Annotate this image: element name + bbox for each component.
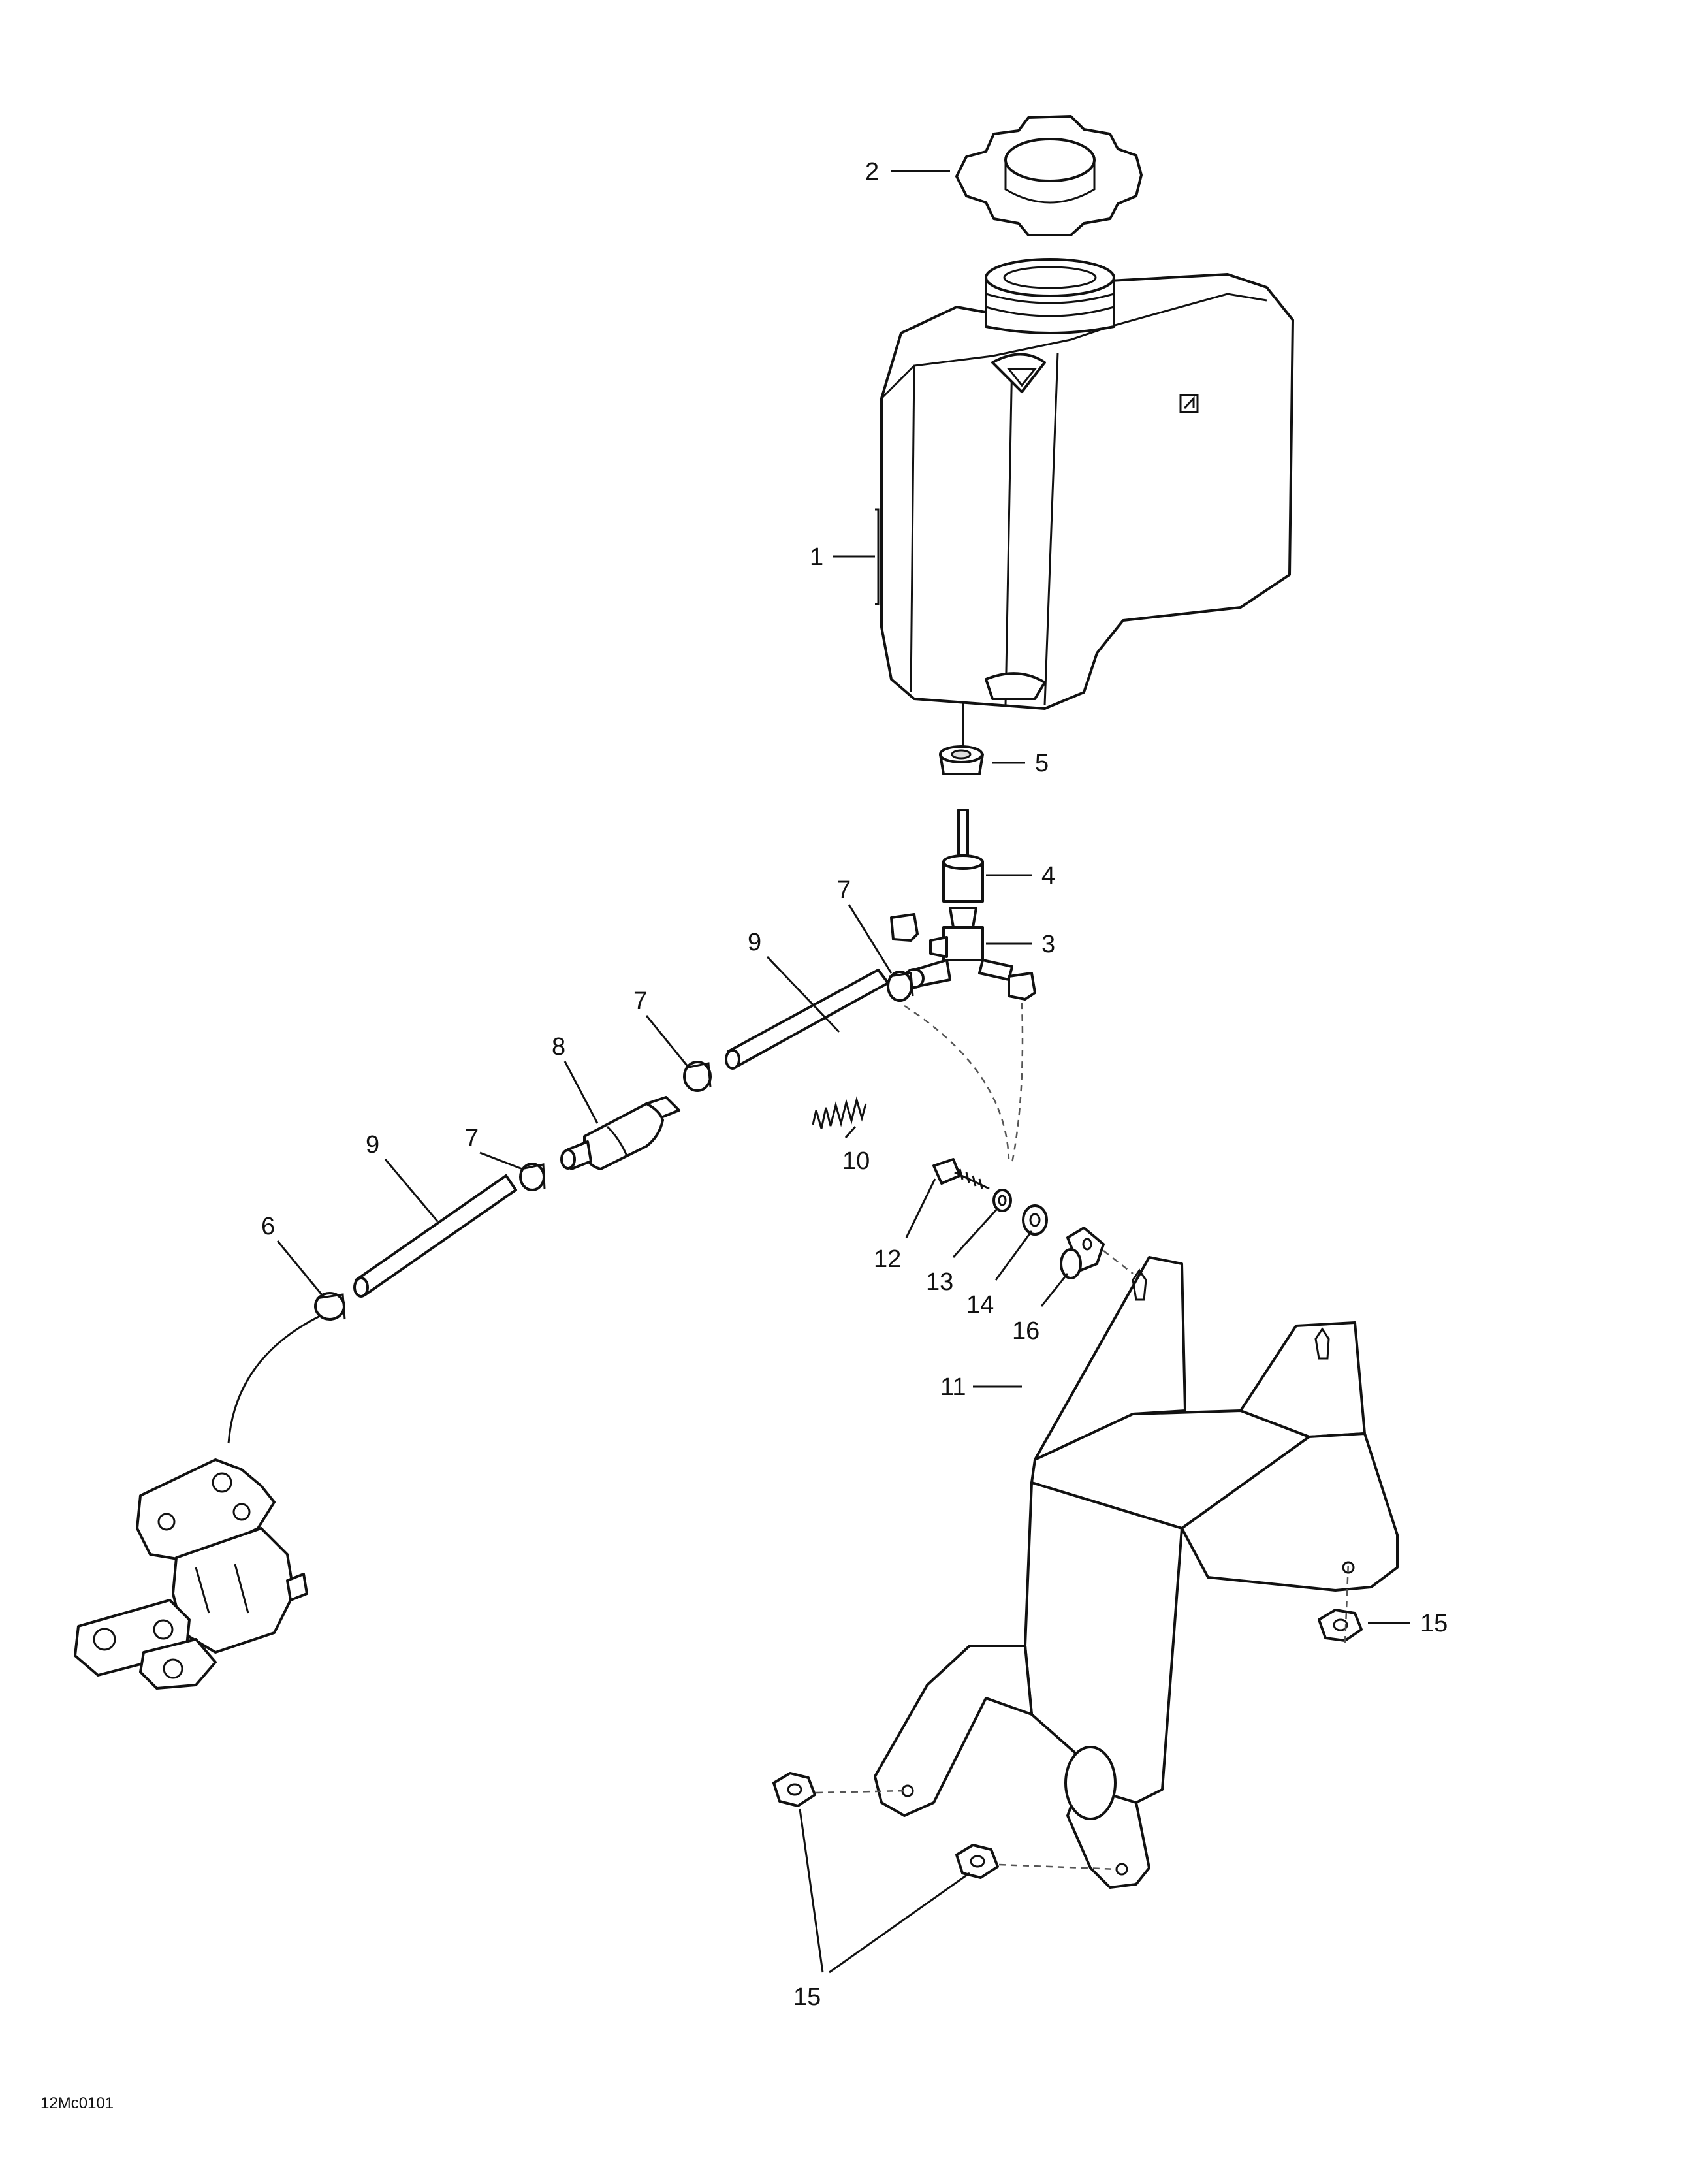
- callout-12: 12: [874, 1245, 901, 1273]
- callout-4: 4: [1041, 862, 1055, 890]
- tank-cap: [955, 115, 1143, 236]
- callout-10: 10: [842, 1148, 870, 1175]
- valve-bushing: [942, 809, 984, 903]
- nut-right: [1318, 1609, 1363, 1642]
- callout-15-right: 15: [1420, 1610, 1448, 1637]
- callout-16: 16: [1012, 1317, 1039, 1345]
- drawing-code: 12Mc0101: [40, 2095, 114, 2112]
- flat-washer: [1022, 1204, 1048, 1236]
- callout-7-filter-out: 7: [633, 988, 647, 1015]
- callout-9-lower: 9: [366, 1131, 379, 1159]
- clamp-filter-inlet: [519, 1163, 546, 1191]
- callout-2: 2: [865, 158, 879, 185]
- support-bracket: [874, 1256, 1399, 1889]
- callout-3: 3: [1041, 931, 1055, 958]
- callout-14: 14: [966, 1291, 994, 1319]
- callout-9-upper: 9: [748, 929, 761, 956]
- assembly-line-nut-left: [816, 1790, 905, 1794]
- fuel-filter: [560, 1096, 680, 1170]
- assembly-line-nut-right: [1344, 1562, 1350, 1643]
- clamp-valve: [887, 971, 914, 1002]
- grommet: [939, 745, 984, 775]
- callout-6: 6: [261, 1213, 275, 1240]
- callout-7-filter-in: 7: [465, 1125, 479, 1152]
- assembly-line-valve: [1011, 1002, 1024, 1163]
- nut-lower-left: [772, 1772, 816, 1807]
- hose-lower: [353, 1174, 517, 1298]
- fuel-valve: [890, 907, 1036, 1001]
- assembly-line-clamp: [904, 1004, 1010, 1160]
- screw: [932, 1158, 990, 1190]
- spring: [812, 1096, 867, 1129]
- callout-8: 8: [552, 1033, 565, 1061]
- assembly-line-nut-lower: [998, 1863, 1119, 1871]
- callout-13: 13: [926, 1268, 953, 1296]
- hose-upper: [725, 969, 889, 1070]
- callout-5: 5: [1035, 750, 1049, 777]
- clamp-pump: [314, 1292, 346, 1321]
- fuel-pump: [74, 1458, 308, 1690]
- hose-clip: [1060, 1227, 1105, 1279]
- callout-11: 11: [940, 1373, 966, 1401]
- callout-1: 1: [810, 543, 823, 571]
- fuel-tank: [880, 258, 1294, 710]
- callout-7-valve: 7: [837, 876, 851, 904]
- nut-lower-right: [955, 1844, 999, 1879]
- pump-line: [227, 1315, 321, 1444]
- lock-washer: [992, 1189, 1012, 1212]
- assembly-line-clip: [1103, 1250, 1134, 1274]
- clamp-filter-outlet: [683, 1061, 712, 1092]
- callout-15-lower: 15: [793, 1983, 821, 2011]
